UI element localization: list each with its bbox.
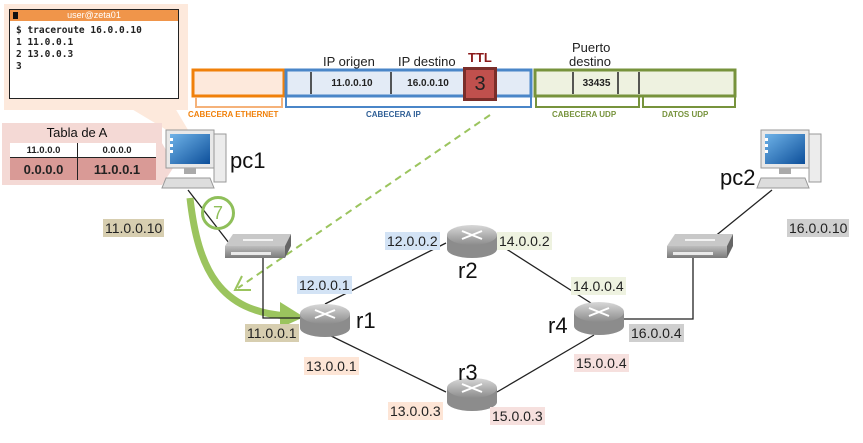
terminal-output: $ traceroute 16.0.0.10 1 11.0.0.1 2 13.0…: [10, 21, 178, 77]
terminal-line: 3: [16, 61, 22, 72]
routing-table-header-cell: 11.0.0.0: [10, 143, 79, 158]
ip-r1-eth1: 12.0.0.1: [297, 276, 352, 294]
puerto-label: Puerto: [572, 40, 611, 55]
ip-r2-eth0: 12.0.0.2: [385, 232, 440, 250]
r2-label: r2: [458, 258, 478, 283]
pc1-computer-icon[interactable]: [161, 129, 227, 189]
terminal-icon: [13, 12, 18, 19]
router-r4-icon[interactable]: [574, 302, 624, 335]
terminal-titlebar: user@zeta01: [10, 10, 178, 21]
destino-label: destino: [569, 54, 611, 69]
link-r2-r4: [496, 242, 595, 306]
ip-r3-eth0: 13.0.0.3: [388, 402, 443, 420]
ip-destino-value: 16.0.0.10: [407, 78, 449, 89]
ip-r2-eth1: 14.0.0.2: [497, 232, 552, 250]
terminal-line: 1 11.0.0.1: [16, 37, 74, 48]
ip-r1-eth2: 13.0.0.1: [304, 357, 359, 375]
step-number: 7: [201, 196, 235, 230]
pc2-label: pc2: [720, 165, 756, 190]
link-r1-r3: [324, 332, 447, 393]
routing-table-cell: 11.0.0.1: [77, 157, 156, 180]
switch2-icon[interactable]: [667, 234, 733, 258]
udp-header-label: CABECERA UDP: [552, 110, 617, 119]
udp-data-label: DATOS UDP: [662, 110, 709, 119]
ip-r4-eth1: 15.0.0.4: [574, 354, 629, 372]
ip-r1-eth0: 11.0.0.1: [245, 324, 299, 342]
link-r3-r4: [496, 334, 595, 393]
ethernet-header-label: CABECERA ETHERNET: [188, 110, 279, 119]
ip-pc2: 16.0.0.10: [787, 219, 850, 237]
link-switch2-pc2: [707, 189, 773, 243]
switch1-icon[interactable]: [225, 234, 291, 258]
network-links: [187, 189, 773, 393]
router-r1-icon[interactable]: [300, 304, 350, 337]
puerto-destino-value: 33435: [582, 78, 611, 89]
terminal-title: user@zeta01: [67, 10, 121, 20]
ip-origen-label: IP origen: [323, 54, 375, 69]
ttl-label: TTL: [468, 50, 492, 65]
router-r3-icon[interactable]: [447, 378, 497, 411]
ethernet-header-field: [191, 68, 286, 108]
route-arrow: [186, 197, 304, 328]
terminal-window: user@zeta01 $ traceroute 16.0.0.10 1 11.…: [9, 9, 179, 99]
packet-flow-arrow: [233, 114, 491, 291]
ttl-value: 3: [463, 67, 497, 101]
routing-table-cell: 0.0.0.0: [10, 157, 79, 180]
ip-origen-value: 11.0.0.10: [331, 78, 373, 89]
terminal-line: 2 13.0.0.3: [16, 49, 74, 60]
link-switch1-r1: [262, 258, 302, 319]
routing-table: 11.0.0.0 0.0.0.0 0.0.0.0 11.0.0.1: [10, 143, 156, 180]
terminal-line: $ traceroute 16.0.0.10: [16, 25, 142, 36]
udp-header-field: [533, 68, 737, 108]
pc1-label: pc1: [230, 148, 266, 173]
router-r2-icon[interactable]: [447, 225, 497, 258]
link-r4-switch2: [622, 258, 694, 320]
routing-table-header-cell: 0.0.0.0: [77, 143, 156, 158]
r4-label: r4: [548, 313, 568, 338]
ip-destino-label: IP destino: [398, 54, 456, 69]
link-r1-r2: [324, 242, 447, 305]
ip-r4-eth2: 16.0.0.4: [629, 324, 684, 342]
ip-r3-eth1: 15.0.0.3: [490, 407, 545, 425]
pc2-computer-icon[interactable]: [756, 129, 822, 189]
r3-label: r3: [458, 360, 478, 385]
routing-table-title: Tabla de A: [46, 125, 108, 140]
ip-r4-eth0: 14.0.0.4: [571, 277, 626, 295]
ip-header-label: CABECERA IP: [366, 110, 421, 119]
r1-label: r1: [356, 308, 376, 333]
ip-pc1: 11.0.0.10: [103, 219, 165, 237]
